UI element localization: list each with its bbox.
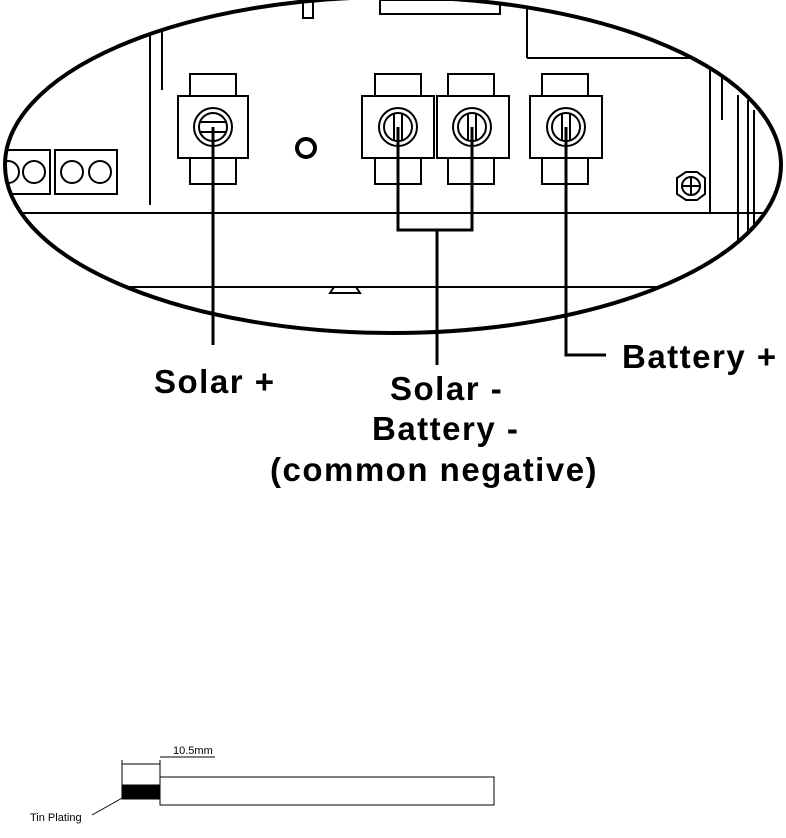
signal-connector-block bbox=[5, 149, 118, 195]
label-solar-minus: Solar - bbox=[390, 370, 504, 407]
wire-tin-plating bbox=[121, 784, 161, 800]
ground-screw-icon bbox=[676, 171, 706, 201]
magnifier-oval bbox=[3, 0, 783, 335]
label-solar-plus: Solar + bbox=[154, 363, 276, 400]
leader-battery-plus bbox=[564, 127, 606, 357]
leader-common-bracket bbox=[396, 127, 474, 232]
label-dimension: 10.5mm bbox=[173, 745, 213, 757]
mounting-hole bbox=[295, 137, 317, 159]
label-battery-minus: Battery - bbox=[372, 410, 520, 447]
label-common-negative: (common negative) bbox=[270, 451, 599, 488]
wire-detail bbox=[91, 756, 495, 816]
wire-insulation bbox=[159, 776, 495, 806]
label-battery-plus: Battery + bbox=[622, 338, 778, 375]
label-tin-plating: Tin Plating bbox=[30, 812, 82, 824]
